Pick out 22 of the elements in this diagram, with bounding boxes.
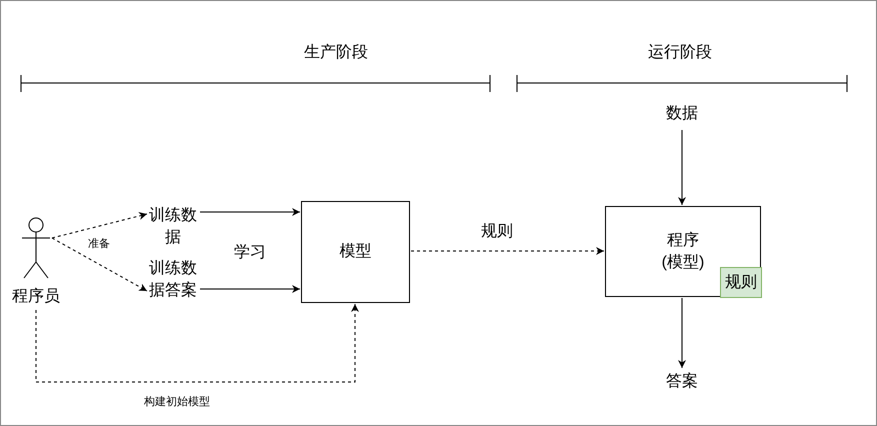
box-label: 模型 <box>338 242 372 262</box>
arrow <box>678 298 686 368</box>
phase-label: 运行阶段 <box>647 43 713 63</box>
process-box <box>301 201 410 303</box>
edge-label: 准备 <box>88 237 110 251</box>
box-label: 程序(模型) <box>660 230 706 272</box>
node-label: 数据 <box>652 103 712 125</box>
arrow <box>200 285 300 293</box>
arrow <box>52 238 148 292</box>
rule-tag: 规则 <box>720 267 762 298</box>
node-label: 答案 <box>652 371 712 393</box>
step-label: 学习 <box>233 243 267 263</box>
node-label: 训练数据答案 <box>146 258 200 322</box>
arrow <box>200 208 300 216</box>
arrow <box>52 212 148 238</box>
process-box <box>605 206 761 297</box>
arrow <box>678 130 686 206</box>
edge-label: 构建初始模型 <box>144 395 210 409</box>
arrow <box>36 304 359 382</box>
phase-label: 生产阶段 <box>303 42 369 63</box>
actor-label: 程序员 <box>11 286 61 307</box>
arrow <box>410 247 604 255</box>
